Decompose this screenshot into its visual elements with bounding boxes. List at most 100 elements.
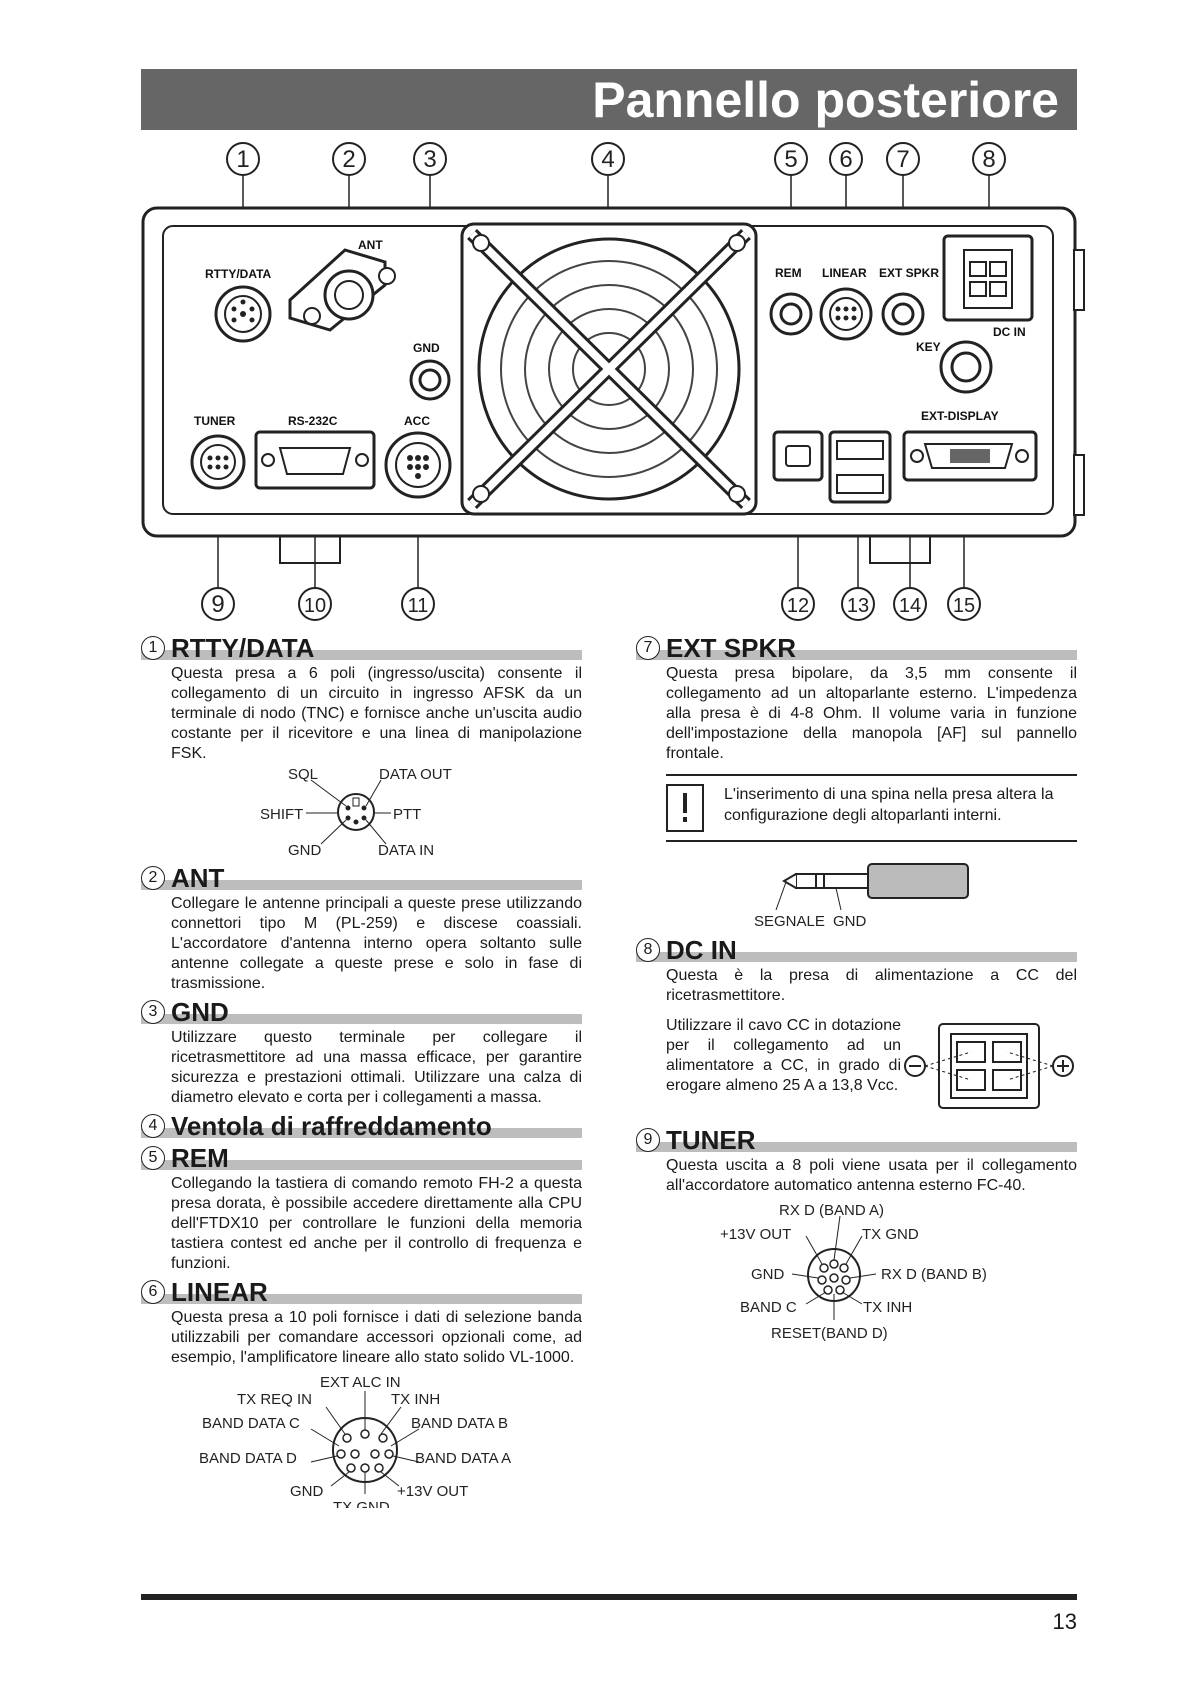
svg-text:BAND DATA B: BAND DATA B — [411, 1415, 508, 1432]
svg-text:PTT: PTT — [393, 806, 421, 823]
linear-label: LINEAR — [822, 266, 867, 280]
rtty-data-pinout: SQL DATA OUT SHIFT PTT GND DATA IN — [260, 766, 452, 858]
footer-rule — [141, 1594, 1077, 1600]
dc-in-description-2: Utilizzare il cavo CC in dotazione per i… — [666, 1017, 901, 1094]
section-fan-heading: 4 Ventola di raffreddamento — [141, 1110, 582, 1141]
section-ant-heading: 2 ANT — [141, 862, 582, 893]
acc-label: ACC — [404, 414, 430, 428]
callout-2: 2 — [332, 142, 366, 176]
callout-13: 13 — [841, 587, 875, 621]
section-title: REM — [171, 1143, 229, 1173]
svg-text:GND: GND — [290, 1483, 324, 1500]
callout-14: 14 — [893, 587, 927, 621]
svg-text:DATA OUT: DATA OUT — [379, 766, 452, 783]
rtty-data-label: RTTY/DATA — [205, 267, 272, 281]
rem-jack — [769, 292, 813, 336]
svg-text:3: 3 — [423, 146, 436, 173]
rtty-data-description: Questa presa a 6 poli (ingresso/uscita) … — [171, 665, 582, 762]
ext-spkr-plug-diagram: SEGNALE GND — [754, 863, 969, 930]
section-title: Ventola di raffreddamento — [171, 1111, 492, 1141]
page-title: Pannello posteriore — [592, 72, 1059, 128]
callout-11: 11 — [401, 587, 435, 621]
warning-box: L'inserimento di una spina nella presa a… — [666, 774, 1077, 842]
callout-5: 5 — [774, 142, 808, 176]
svg-text:SQL: SQL — [288, 766, 318, 783]
ext-spkr-description: Questa presa bipolare, da 3,5 mm consent… — [666, 665, 1077, 762]
svg-text:14: 14 — [899, 595, 921, 617]
warning-text: L'inserimento di una spina nella presa a… — [724, 786, 1054, 824]
svg-text:5: 5 — [784, 146, 797, 173]
cooling-fan — [460, 222, 758, 516]
ext-spkr-jack — [881, 292, 925, 336]
linear-jack — [819, 287, 873, 341]
section-gnd-heading: 3 GND — [141, 996, 582, 1027]
svg-text:+13V OUT: +13V OUT — [397, 1483, 468, 1500]
callout-3: 3 — [413, 142, 447, 176]
gnd-terminal — [409, 359, 451, 401]
dc-in-plug-diagram — [904, 1023, 1074, 1109]
callout-1: 1 — [226, 142, 260, 176]
acc-jack — [384, 431, 452, 499]
svg-text:RESET(BAND D): RESET(BAND D) — [771, 1325, 888, 1342]
ant-connector — [288, 248, 396, 332]
callout-15: 15 — [947, 587, 981, 621]
svg-text:BAND DATA C: BAND DATA C — [202, 1415, 300, 1432]
rem-label: REM — [775, 266, 802, 280]
section-title: EXT SPKR — [666, 633, 797, 663]
svg-text:SHIFT: SHIFT — [260, 806, 303, 823]
warning-icon — [666, 784, 704, 832]
gnd-description: Utilizzare questo terminale per collegar… — [171, 1029, 582, 1106]
section-title: GND — [171, 997, 229, 1027]
section-title: TUNER — [666, 1125, 756, 1155]
rtty-data-jack — [214, 285, 272, 343]
left-column: 1 RTTY/DATA Questa presa a 6 poli (ingre… — [141, 632, 582, 1508]
svg-text:TX GND: TX GND — [333, 1499, 390, 1508]
svg-text:TX INH: TX INH — [863, 1299, 912, 1316]
svg-text:RX D (BAND A): RX D (BAND A) — [779, 1202, 884, 1219]
section-title: DC IN — [666, 935, 737, 965]
svg-text:15: 15 — [953, 595, 975, 617]
usb-b-port — [772, 430, 824, 482]
gnd-terminal-label: GND — [413, 341, 440, 355]
svg-text:SEGNALE: SEGNALE — [754, 913, 825, 930]
svg-text:11: 11 — [408, 595, 429, 617]
svg-text:7: 7 — [896, 146, 909, 173]
callout-10: 10 — [298, 587, 332, 621]
rear-panel-illustration: 1 2 3 4 5 6 7 8 RTTY/DATA ANT — [141, 142, 1085, 621]
svg-text:10: 10 — [304, 595, 326, 617]
callout-6: 6 — [829, 142, 863, 176]
section-title: RTTY/DATA — [171, 633, 315, 663]
svg-text:9: 9 — [211, 591, 224, 618]
svg-text:BAND C: BAND C — [740, 1299, 797, 1316]
callout-12: 12 — [781, 587, 815, 621]
dc-in-label: DC IN — [993, 325, 1026, 339]
ant-label: ANT — [358, 238, 383, 252]
svg-text:GND: GND — [288, 842, 322, 858]
dc-in-connector — [942, 234, 1034, 322]
callout-8: 8 — [972, 142, 1006, 176]
dc-in-description: Questa è la presa di alimentazione a CC … — [666, 967, 1077, 1004]
svg-text:DATA IN: DATA IN — [378, 842, 434, 858]
callout-7: 7 — [886, 142, 920, 176]
section-linear-heading: 6 LINEAR — [141, 1276, 582, 1307]
tuner-pinout: RX D (BAND A) +13V OUT TX GND GND RX D (… — [720, 1202, 987, 1342]
svg-text:GND: GND — [833, 913, 867, 930]
svg-text:6: 6 — [839, 146, 852, 173]
ext-display-label: EXT-DISPLAY — [921, 409, 999, 423]
tuner-jack — [190, 434, 246, 490]
section-tuner-heading: 9 TUNER — [636, 1124, 1077, 1155]
svg-text:TX GND: TX GND — [862, 1226, 919, 1243]
linear-pinout: EXT ALC IN TX REQ IN TX INH BAND DATA C … — [199, 1374, 511, 1508]
svg-text:12: 12 — [787, 595, 809, 617]
svg-text:TX REQ IN: TX REQ IN — [237, 1391, 312, 1408]
svg-text:GND: GND — [751, 1266, 785, 1283]
svg-text:BAND DATA D: BAND DATA D — [199, 1450, 297, 1467]
svg-text:+13V OUT: +13V OUT — [720, 1226, 791, 1243]
rem-description: Collegando la tastiera di comando remoto… — [171, 1175, 582, 1272]
right-column: 7 EXT SPKR Questa presa bipolare, da 3,5… — [636, 632, 1077, 1342]
ant-description: Collegare le antenne principali a queste… — [171, 895, 582, 992]
section-rtty-data-heading: 1 RTTY/DATA — [141, 632, 582, 663]
svg-text:EXT ALC IN: EXT ALC IN — [320, 1374, 401, 1391]
rs232c-label: RS-232C — [288, 414, 338, 428]
section-title: LINEAR — [171, 1277, 268, 1307]
